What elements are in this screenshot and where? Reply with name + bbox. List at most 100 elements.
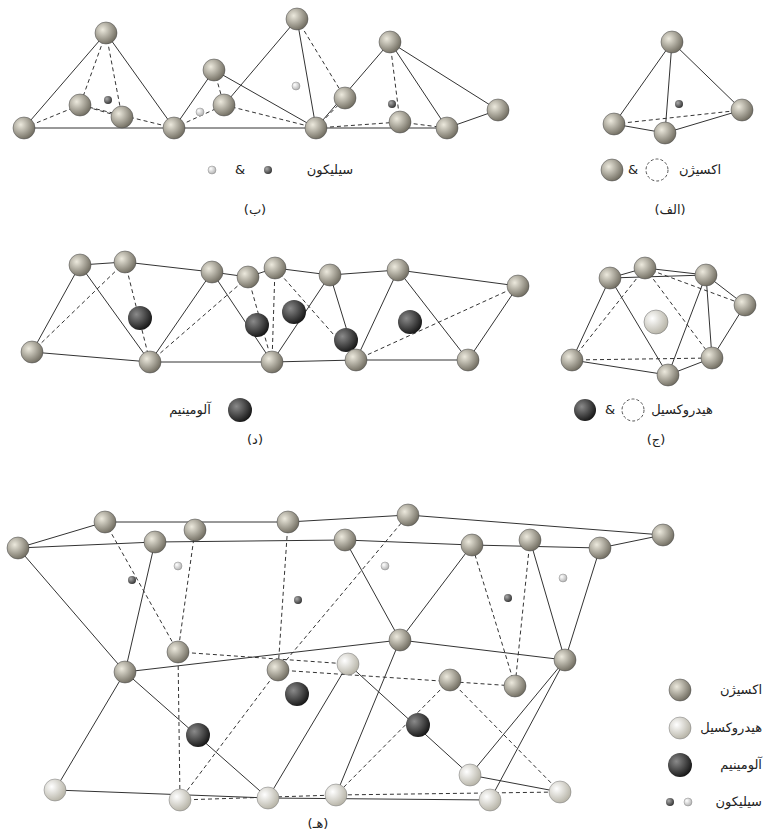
aluminium-atom — [186, 723, 210, 747]
oxygen-atom — [13, 117, 35, 139]
hydroxyl-atom — [325, 784, 347, 806]
aluminium-atom — [644, 310, 668, 334]
hydroxyl-atom — [479, 789, 501, 811]
oxygen-atoms — [13, 8, 509, 139]
hydroxyl-atom — [264, 257, 286, 279]
aluminium-atom — [245, 313, 269, 337]
hydroxyl-swatch — [669, 717, 691, 739]
figure-letter: (د) — [247, 432, 263, 448]
hydroxyl-atoms — [21, 251, 529, 373]
oxygen-atom — [7, 537, 29, 559]
oxygen-atom — [213, 94, 235, 116]
hydroxyl-atom — [139, 351, 161, 373]
hydroxyl-atom — [21, 341, 43, 363]
legend-text: & — [235, 162, 245, 178]
hydroxyl-atom — [237, 266, 259, 288]
oxygen-atom — [334, 529, 356, 551]
hydroxyl-atom — [695, 264, 717, 286]
hydroxyl-atom — [657, 364, 679, 386]
hydroxyl-atom — [507, 275, 529, 297]
oxygen-atom — [277, 511, 299, 533]
aluminium-atom — [128, 306, 152, 330]
oxygen-atom — [603, 113, 625, 135]
hydroxyl-atom — [69, 254, 91, 276]
oxygen-atom — [654, 122, 676, 144]
legend-text: آلومینیم — [720, 757, 762, 773]
oxygen-atom — [519, 529, 541, 551]
legend-text: هیدروکسیل — [651, 402, 713, 418]
oxygen-atom — [436, 117, 458, 139]
figure-letter: (هـ) — [308, 816, 329, 832]
hydroxyl-atom — [44, 779, 66, 801]
aluminium-atom — [406, 713, 430, 737]
oxygen-atom — [397, 504, 419, 526]
oxygen-atoms — [603, 31, 753, 144]
silicon-atom — [504, 594, 512, 602]
oxygen-atom — [589, 537, 611, 559]
figure-letter: (الف) — [654, 202, 685, 218]
oxygen-atom — [554, 649, 576, 671]
oxygen-atom — [389, 111, 411, 133]
bond-lines — [614, 42, 742, 133]
silicon-atom — [559, 574, 567, 582]
aluminium-atom — [285, 682, 309, 706]
legend-text: آلومینیم — [169, 402, 211, 418]
hydroxyl-atom — [387, 259, 409, 281]
silicon-atom — [292, 82, 300, 90]
oxygen-atom — [461, 534, 483, 556]
legend-text: سیلیکون — [307, 162, 353, 178]
legend-text: اکسیژن — [720, 682, 762, 698]
oxygen-atom — [111, 106, 133, 128]
bond-lines — [572, 268, 745, 375]
oxygen-atom — [94, 511, 116, 533]
hydroxyl-atom — [457, 349, 479, 371]
hydroxyl-atom — [549, 781, 571, 803]
silicon-atom — [128, 576, 136, 584]
hydroxyl-atom — [634, 257, 656, 279]
hydroxyl-atom — [337, 653, 359, 675]
silicon-atom — [196, 108, 204, 116]
hydroxyl-atom — [201, 261, 223, 283]
silicon-swatch — [666, 798, 674, 806]
silicon-atom — [381, 562, 389, 570]
aluminium-atom — [334, 328, 358, 352]
silicon-atom — [294, 596, 302, 604]
aluminium-swatch — [228, 398, 252, 422]
oxygen-atom — [439, 669, 461, 691]
hydroxyl-atom — [561, 349, 583, 371]
oxygen-atom — [163, 117, 185, 139]
hydroxyl-atom — [319, 264, 341, 286]
hydroxyl-atom — [169, 789, 191, 811]
aluminium-atom — [282, 300, 306, 324]
bond-lines-hidden — [572, 268, 745, 360]
hydroxyl-atom — [459, 764, 481, 786]
hydroxyl-atom — [345, 349, 367, 371]
oxygen-swatch-dashed — [646, 159, 668, 181]
oxygen-atoms — [7, 504, 674, 697]
hydroxyl-atom — [599, 267, 621, 289]
silicon-swatch — [264, 166, 272, 174]
hydroxyl-atom — [734, 294, 756, 316]
figure-letter: (ب) — [244, 202, 266, 218]
oxygen-atom — [95, 22, 117, 44]
hydroxyl-atom — [114, 251, 136, 273]
silicon-atom — [388, 100, 396, 108]
bond-lines-hidden — [24, 19, 447, 128]
oxygen-swatch — [669, 679, 691, 701]
oxygen-atom — [167, 641, 189, 663]
hydroxyl-atom — [261, 351, 283, 373]
oxygen-atom — [203, 59, 225, 81]
silicon-atom — [675, 100, 683, 108]
hydroxyl-atom — [701, 347, 723, 369]
hydroxyl-swatch-dashed — [622, 399, 644, 421]
oxygen-atom — [379, 31, 401, 53]
bond-lines-hidden — [105, 515, 560, 800]
bond-lines — [24, 19, 498, 128]
hydroxyl-atom — [257, 787, 279, 809]
legend-text: اکسیژن — [679, 162, 721, 178]
oxygen-atom — [286, 8, 308, 30]
aluminium-swatch — [668, 753, 692, 777]
legend-text: سیلیکون — [716, 794, 762, 810]
oxygen-atom — [731, 99, 753, 121]
legend-text: & — [605, 402, 615, 418]
